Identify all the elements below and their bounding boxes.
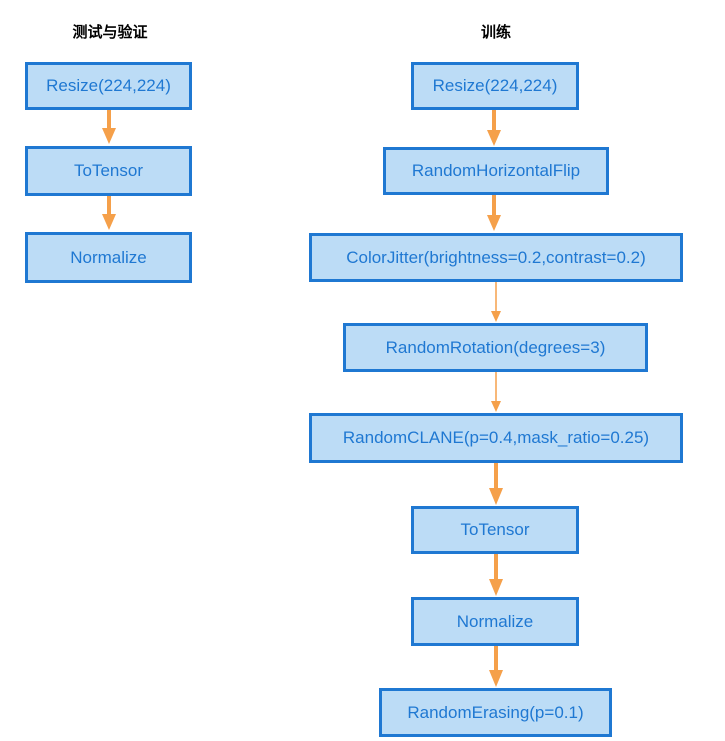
train-arrow-6	[489, 554, 503, 596]
train-step-resize: Resize(224,224)	[411, 62, 579, 110]
train-arrow-4	[491, 372, 501, 412]
train-pipeline-heading: 训练	[480, 23, 511, 41]
train-step-random-clane: RandomCLANE(p=0.4,mask_ratio=0.25)	[309, 413, 683, 463]
train-arrow-3	[491, 282, 501, 322]
train-arrow-1	[487, 110, 501, 146]
train-step-totensor: ToTensor	[411, 506, 579, 554]
train-step-normalize: Normalize	[411, 597, 579, 646]
train-arrow-2	[487, 195, 501, 231]
eval-arrow-2	[102, 196, 116, 230]
eval-step-resize: Resize(224,224)	[25, 62, 192, 110]
train-step-random-rotation: RandomRotation(degrees=3)	[343, 323, 648, 372]
eval-pipeline-heading: 测试与验证	[72, 23, 148, 41]
eval-arrow-1	[102, 110, 116, 144]
train-step-random-horizontal-flip: RandomHorizontalFlip	[383, 147, 609, 195]
eval-step-normalize: Normalize	[25, 232, 192, 283]
eval-step-totensor: ToTensor	[25, 146, 192, 196]
train-step-color-jitter: ColorJitter(brightness=0.2,contrast=0.2)	[309, 233, 683, 282]
train-arrow-7	[489, 646, 503, 687]
train-arrow-5	[489, 463, 503, 505]
train-step-random-erasing: RandomErasing(p=0.1)	[379, 688, 612, 737]
